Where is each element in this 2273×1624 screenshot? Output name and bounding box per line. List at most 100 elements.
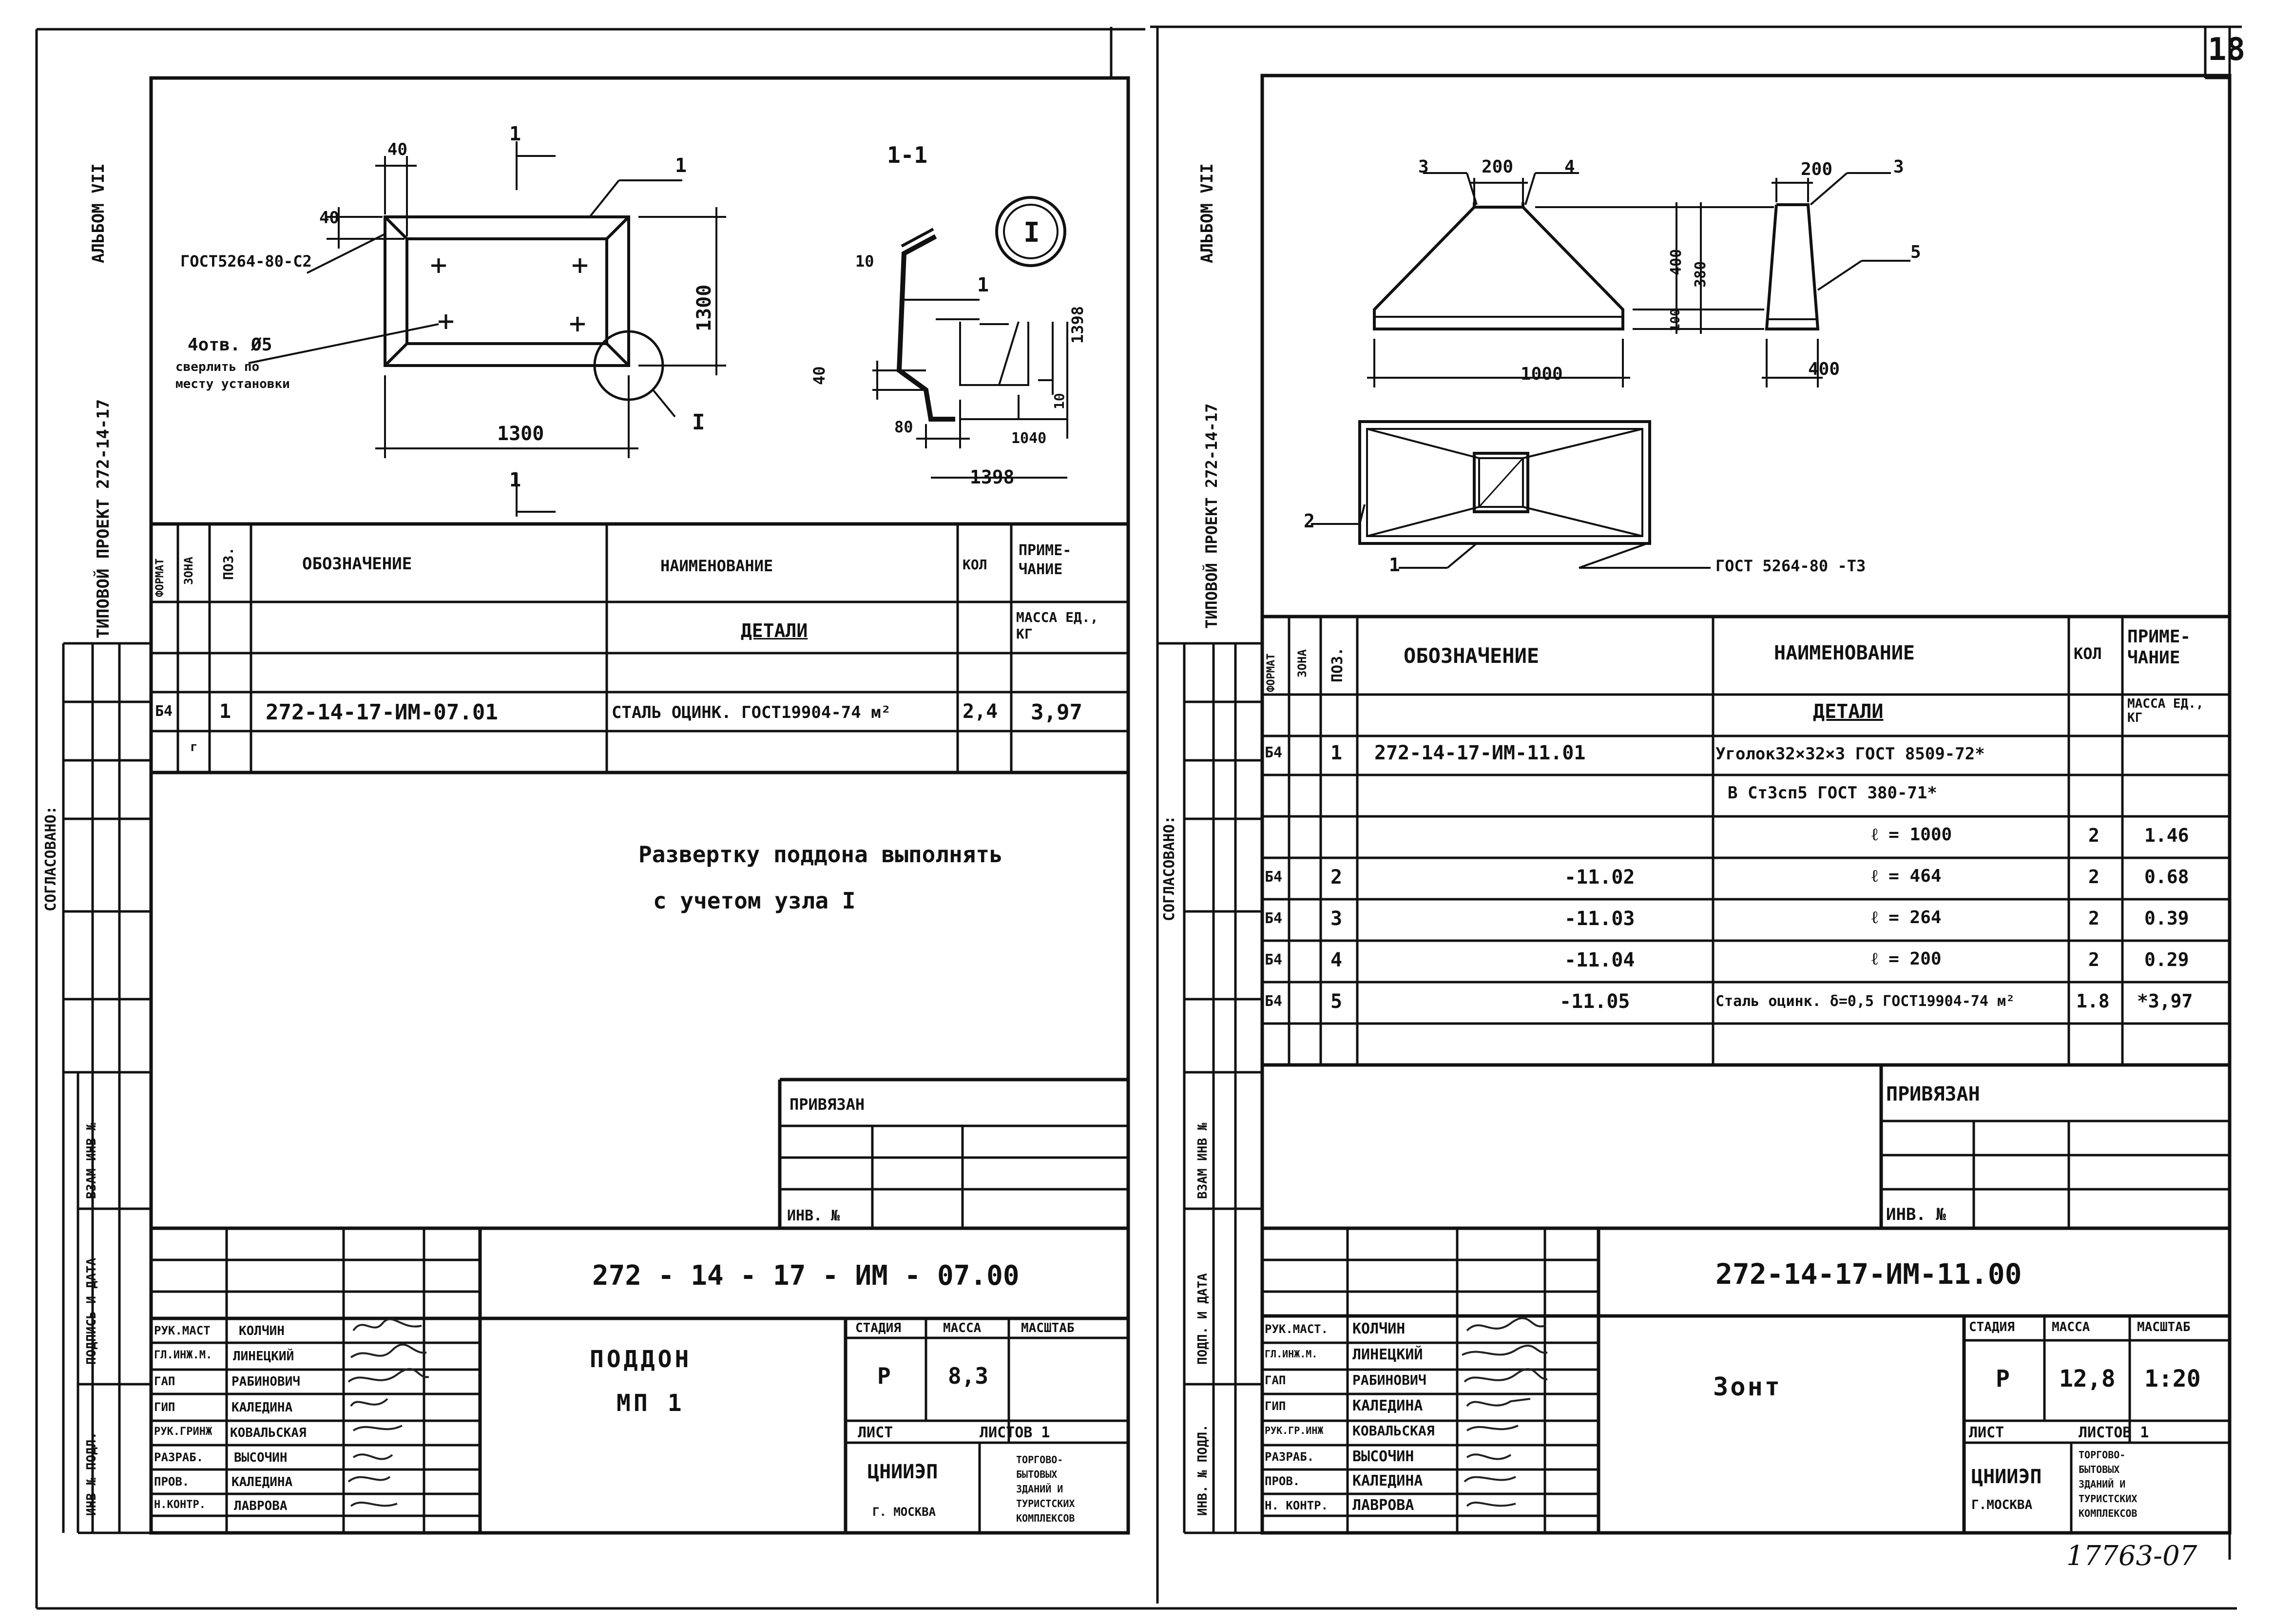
sec-dim-80: 80 bbox=[894, 418, 913, 436]
archive-number: 17763-07 bbox=[2066, 1540, 2197, 1572]
r-document-code: 272-14-17-ИМ-11.00 bbox=[1715, 1257, 2022, 1291]
person: ЛАВРОВА bbox=[1352, 1497, 1414, 1514]
person: РАБИНОВИЧ bbox=[231, 1374, 300, 1389]
r-row-position: 3 bbox=[1330, 908, 1343, 930]
document-title-1: ПОДДОН bbox=[590, 1346, 692, 1373]
r-row-format: Б4 bbox=[1265, 951, 1283, 968]
role: Н. КОНТР. bbox=[1265, 1499, 1329, 1512]
role: ГАП bbox=[1265, 1373, 1286, 1387]
right-technical-drawing bbox=[1311, 172, 1910, 569]
section-details: ДЕТАЛИ bbox=[741, 620, 808, 641]
r-row-position: 1 bbox=[1330, 742, 1343, 764]
stage-header: СТАДИЯ bbox=[855, 1321, 901, 1335]
r-row-name: ℓ = 200 bbox=[1871, 949, 1942, 969]
r-pos-2: 2 bbox=[1304, 510, 1315, 532]
col-designation: ОБОЗНАЧЕНИЕ bbox=[302, 554, 412, 574]
r-privyazan-label: ПРИВЯЗАН bbox=[1886, 1083, 1980, 1105]
col-zone: ЗОНА bbox=[182, 557, 195, 585]
r-col-zone: ЗОНА bbox=[1295, 649, 1309, 677]
r-row-designation: -11.02 bbox=[1564, 866, 1635, 889]
person: ЛИНЕЦКИЙ bbox=[1352, 1346, 1423, 1363]
dim-40-side: 40 bbox=[319, 208, 339, 228]
sec-dim-1398-vertical: 1398 bbox=[1068, 306, 1087, 344]
r-row-format: Б4 bbox=[1265, 993, 1283, 1010]
album-label: АЛЬБОМ VII bbox=[89, 163, 108, 263]
node-badge-label: I bbox=[1023, 217, 1040, 249]
dim-1300-vertical: 1300 bbox=[693, 284, 715, 331]
r-row-name: ℓ = 1000 bbox=[1871, 825, 1952, 845]
sec-dim-1040: 1040 bbox=[1011, 430, 1047, 447]
r-pos-4: 4 bbox=[1564, 157, 1575, 177]
person: КОВАЛЬСКАЯ bbox=[1352, 1423, 1435, 1439]
left-signatures bbox=[347, 1318, 429, 1507]
row-name: СТАЛЬ ОЦИНК. ГОСТ19904-74 м² bbox=[612, 703, 891, 722]
role: ГАП bbox=[154, 1374, 175, 1388]
r-row-name: ℓ = 464 bbox=[1871, 866, 1942, 886]
r-row-format: Б4 bbox=[1265, 744, 1283, 761]
r-row-format: Б4 bbox=[1265, 910, 1283, 927]
r-col-name: НАИМЕНОВАНИЕ bbox=[1774, 642, 1915, 664]
document-code: 272 - 14 - 17 - ИМ - 07.00 bbox=[592, 1260, 1020, 1292]
r-organization-city: Г.МОСКВА bbox=[1971, 1498, 2033, 1512]
organization-city: Г. МОСКВА bbox=[872, 1505, 936, 1519]
side-vzam-inv: ВЗАМ ИНВ № bbox=[84, 1122, 99, 1199]
org-desc-4: ТУРИСТСКИХ bbox=[1016, 1498, 1075, 1509]
hole-marks bbox=[431, 258, 587, 331]
r-row-qty: 1.8 bbox=[2076, 990, 2110, 1012]
hood-front-view bbox=[1373, 206, 1624, 330]
person: ЛАВРОВА bbox=[234, 1499, 288, 1513]
tray-outer-outline bbox=[384, 215, 630, 367]
sec-position-1: 1 bbox=[977, 274, 989, 296]
r-row-designation: -11.04 bbox=[1564, 949, 1635, 971]
sec-dim-10: 10 bbox=[855, 252, 874, 271]
r-row-qty: 2 bbox=[2088, 908, 2100, 929]
r-col-note: ПРИМЕ- ЧАНИЕ bbox=[2127, 627, 2191, 668]
r-dim-100: 100 bbox=[1668, 309, 1683, 331]
r-project-label: ТИПОВОЙ ПРОЕКТ 272-14-17 bbox=[1202, 403, 1221, 629]
r-row-name: ℓ = 264 bbox=[1871, 908, 1942, 928]
r-scale-header: МАСШТАБ bbox=[2137, 1320, 2191, 1334]
section-mark-top: 1 bbox=[509, 123, 521, 145]
org-desc-5: КОМПЛЕКСОВ bbox=[1016, 1512, 1075, 1524]
person: КОЛЧИН bbox=[239, 1324, 285, 1338]
r-col-position: ПОЗ. bbox=[1329, 647, 1346, 682]
r-sheets-label: ЛИСТОВ 1 bbox=[2079, 1424, 2149, 1441]
r-organization: ЦНИИЭП bbox=[1971, 1466, 2042, 1488]
person: ВЫСОЧИН bbox=[234, 1450, 288, 1465]
r-pos-1: 1 bbox=[1389, 554, 1400, 576]
person: КАЛЕДИНА bbox=[1352, 1397, 1423, 1414]
organization: ЦНИИЭП bbox=[867, 1461, 938, 1483]
document-title-2: МП 1 bbox=[616, 1390, 685, 1417]
mass-unit: МАССА ЕД., КГ bbox=[1016, 609, 1098, 642]
r-row-designation: -11.05 bbox=[1560, 990, 1630, 1013]
r-row-format: Б4 bbox=[1265, 869, 1283, 886]
r-pos-5: 5 bbox=[1910, 242, 1921, 262]
node-label: I bbox=[692, 410, 705, 435]
r-row-mass: 0.29 bbox=[2144, 949, 2189, 970]
side-inv-original: ИНВ № ПОДЛ. bbox=[84, 1431, 99, 1516]
left-technical-drawing bbox=[248, 141, 1068, 517]
org-desc-2: БЫТОВЫХ bbox=[1016, 1469, 1058, 1480]
r-mass-unit: МАССА ЕД., КГ bbox=[2127, 696, 2204, 725]
row-format: Б4 bbox=[155, 703, 173, 720]
r-side-signature-date: ПОДП. И ДАТА bbox=[1195, 1273, 1210, 1365]
role: ПРОВ. bbox=[154, 1475, 190, 1489]
r-dim-200a: 200 bbox=[1482, 157, 1514, 177]
role: РУК.МАСТ. bbox=[1265, 1322, 1329, 1336]
r-row-designation: -11.03 bbox=[1564, 908, 1635, 930]
sheets-label: ЛИСТОВ 1 bbox=[980, 1424, 1050, 1441]
r-row-position: 2 bbox=[1330, 866, 1343, 889]
r-stage-header: СТАДИЯ bbox=[1969, 1320, 2015, 1334]
section-mark-bottom: 1 bbox=[509, 469, 521, 491]
dim-40-top: 40 bbox=[387, 140, 407, 159]
r-row-mass: 1.46 bbox=[2144, 825, 2189, 846]
r-row-mass: 0.68 bbox=[2144, 866, 2189, 888]
org-desc-3: ЗДАНИЙ И bbox=[1016, 1483, 1063, 1495]
row-designation: 272-14-17-ИМ-07.01 bbox=[266, 700, 498, 725]
person: КОВАЛЬСКАЯ bbox=[230, 1426, 307, 1440]
side-signature-date: ПОДПИСЬ И ДАТА bbox=[84, 1257, 99, 1365]
role: ГИП bbox=[154, 1400, 175, 1414]
r-row-qty: 2 bbox=[2088, 825, 2100, 846]
r-row-designation: 272-14-17-ИМ-11.01 bbox=[1374, 742, 1586, 764]
